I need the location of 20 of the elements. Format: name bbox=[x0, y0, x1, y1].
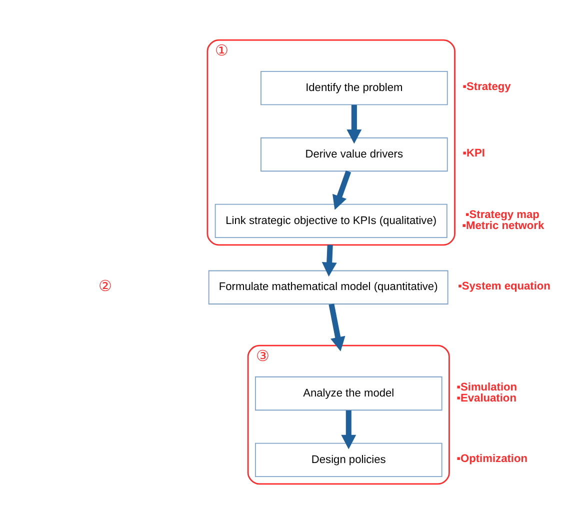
node-label: ▪Evaluation bbox=[456, 392, 516, 404]
arrow bbox=[322, 244, 337, 276]
node-label: ▪KPI bbox=[462, 146, 485, 159]
node-label: ▪Simulation bbox=[456, 380, 518, 393]
arrow bbox=[332, 170, 352, 210]
node-label: ▪Strategy map bbox=[465, 208, 540, 220]
node-label: ▪Optimization bbox=[456, 452, 528, 464]
arrow bbox=[346, 104, 362, 144]
node-box: Formulate mathematical model (quantitative) bbox=[208, 270, 448, 304]
node-box: Derive value drivers bbox=[260, 136, 448, 172]
node-label: ▪Strategy bbox=[462, 80, 511, 92]
node-label: ▪Metric network bbox=[462, 219, 544, 232]
node-box: Link strategic objective to KPIs (qualitative) bbox=[214, 203, 448, 238]
label: ② bbox=[98, 278, 112, 294]
arrow bbox=[341, 410, 356, 449]
node-label: ▪System equation bbox=[458, 280, 550, 292]
node-box: Analyze the model bbox=[254, 376, 442, 410]
node-box: Design policies bbox=[254, 442, 442, 476]
node-box: Identify the problem bbox=[260, 70, 448, 105]
arrow bbox=[328, 303, 346, 351]
